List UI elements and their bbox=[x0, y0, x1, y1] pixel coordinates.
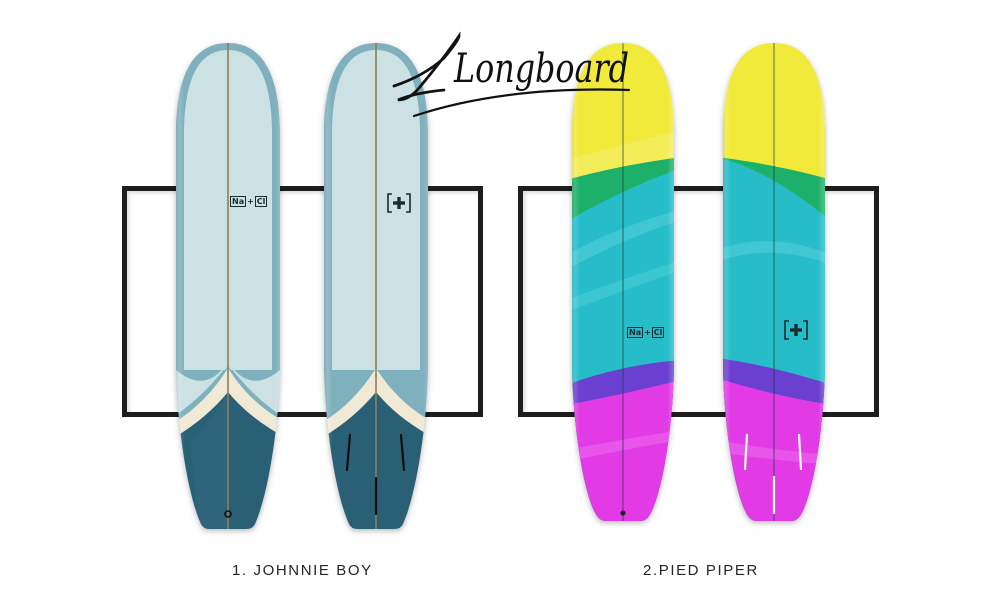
side-fin-left bbox=[743, 433, 749, 471]
board-pied-piper-bottom bbox=[723, 43, 825, 521]
caption-pied-piper: 2.PIED PIPER bbox=[643, 562, 759, 579]
frame-rectangle-johnnie-boy bbox=[122, 186, 483, 417]
plus-logo-icon-piper bbox=[784, 320, 808, 340]
plus-logo-icon-johnnie bbox=[387, 193, 411, 213]
board-johnnie-boy-bottom bbox=[324, 43, 428, 529]
board-pied-piper-deck bbox=[572, 43, 674, 521]
side-fin-right bbox=[399, 433, 406, 472]
frame-rectangle-pied-piper bbox=[518, 186, 879, 417]
caption-johnnie-boy: 1. JOHNNIE BOY bbox=[232, 562, 373, 579]
side-fin-left bbox=[345, 433, 352, 472]
nacl-logo-piper: Na+Cl bbox=[627, 327, 665, 338]
svg-text:Longboard: Longboard bbox=[453, 46, 629, 92]
board-johnnie-boy-deck bbox=[176, 43, 280, 529]
longboard-title: Longboard bbox=[392, 31, 631, 118]
nacl-logo-johnnie: Na+Cl bbox=[230, 196, 268, 207]
side-fin-right bbox=[797, 433, 803, 471]
